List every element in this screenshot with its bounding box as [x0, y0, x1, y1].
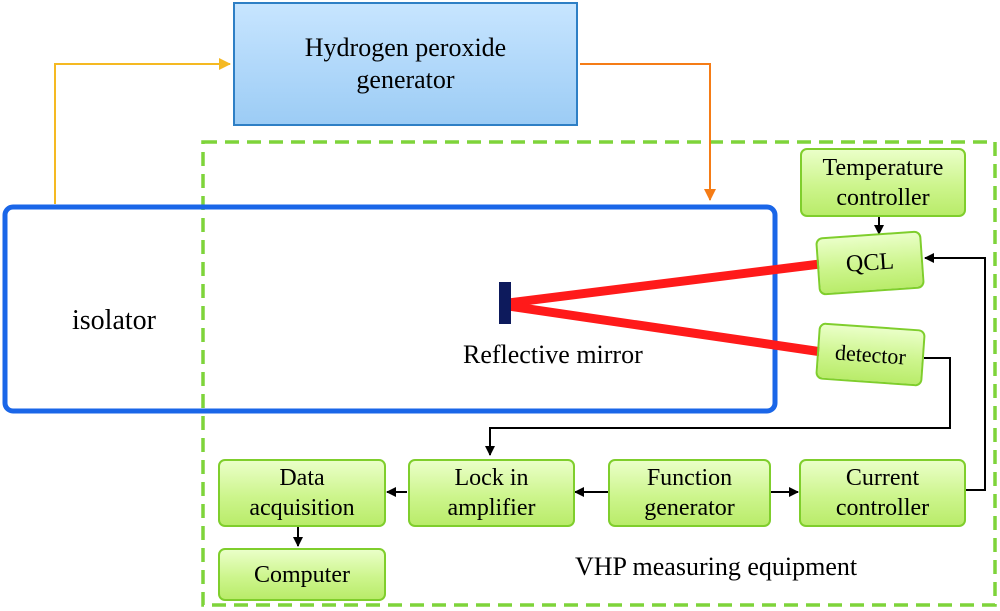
qcl-label: QCL	[845, 248, 895, 278]
mirror-icon	[499, 282, 511, 324]
equipment-region	[201, 140, 997, 607]
data-acquisition-box: Data acquisition	[218, 459, 386, 527]
arrow-current-to-qcl	[924, 253, 986, 491]
lock-in-amplifier-label: Lock in amplifier	[447, 465, 536, 521]
laser-beam-incident	[507, 259, 821, 308]
lock-in-amplifier-box: Lock in amplifier	[408, 459, 575, 527]
isolator-chamber	[2, 204, 778, 414]
data-acquisition-label: Data acquisition	[249, 465, 355, 521]
laser-beam-reflected	[507, 301, 823, 357]
computer-box: Computer	[218, 548, 386, 601]
generator-label: Hydrogen peroxide generator	[304, 32, 507, 95]
isolator-label: isolator	[72, 305, 156, 336]
mirror-label: Reflective mirror	[463, 340, 643, 369]
generator-box: Hydrogen peroxide generator	[233, 2, 578, 126]
temperature-controller-box: Temperature controller	[800, 148, 966, 217]
computer-label: Computer	[254, 561, 350, 588]
current-controller-label: Current controller	[835, 465, 930, 521]
qcl-box: QCL	[815, 230, 925, 296]
detector-box: detector	[815, 322, 926, 387]
arrow-detector-to-lockin	[485, 357, 951, 456]
feed-in-line	[54, 58, 231, 204]
function-generator-label: Function generator	[644, 465, 735, 521]
function-generator-box: Function generator	[608, 459, 771, 527]
current-controller-box: Current controller	[799, 459, 966, 527]
feed-out-line	[580, 63, 716, 201]
detector-label: detector	[834, 339, 907, 370]
temperature-controller-label: Temperature controller	[822, 154, 944, 211]
equipment-label: VHP measuring equipment	[575, 552, 858, 581]
